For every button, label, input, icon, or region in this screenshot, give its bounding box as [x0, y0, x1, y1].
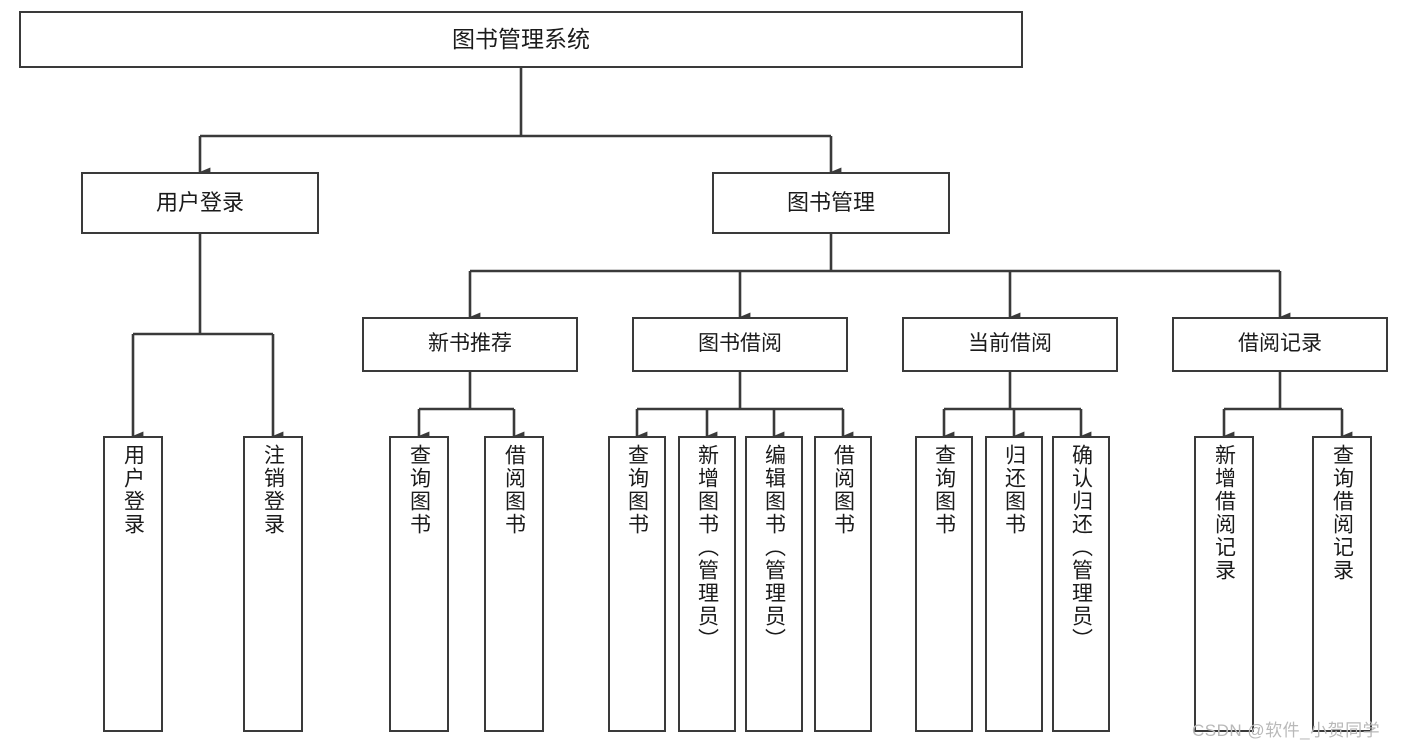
node-leaf-borrow-book-1-label: 借阅图书 — [502, 444, 526, 536]
node-user-login[interactable]: 用户登录 — [81, 172, 319, 234]
node-leaf-add-book-admin[interactable]: 新增图书（管理员） — [678, 436, 736, 732]
node-book-borrow[interactable]: 图书借阅 — [632, 317, 848, 372]
node-user-login-label: 用户登录 — [155, 190, 244, 216]
node-leaf-logout-label: 注销登录 — [261, 444, 285, 536]
node-leaf-borrow-book-2-label: 借阅图书 — [831, 444, 855, 536]
node-leaf-query-book-1[interactable]: 查询图书 — [389, 436, 449, 732]
node-leaf-edit-book-admin-label: 编辑图书（管理员） — [762, 444, 786, 651]
node-leaf-borrow-book-2[interactable]: 借阅图书 — [814, 436, 872, 732]
node-leaf-confirm-return[interactable]: 确认归还（管理员） — [1052, 436, 1110, 732]
node-leaf-add-book-admin-label: 新增图书（管理员） — [695, 444, 719, 651]
node-leaf-query-book-2-label: 查询图书 — [625, 444, 649, 536]
node-borrow-record-label: 借阅记录 — [1238, 332, 1322, 356]
node-leaf-borrow-book-1[interactable]: 借阅图书 — [484, 436, 544, 732]
node-leaf-add-record-label: 新增借阅记录 — [1212, 444, 1236, 582]
node-leaf-return-book[interactable]: 归还图书 — [985, 436, 1043, 732]
node-book-manage[interactable]: 图书管理 — [712, 172, 950, 234]
node-new-book-recommend[interactable]: 新书推荐 — [362, 317, 578, 372]
node-leaf-query-book-1-label: 查询图书 — [407, 444, 431, 536]
node-new-book-recommend-label: 新书推荐 — [428, 332, 512, 356]
node-borrow-record[interactable]: 借阅记录 — [1172, 317, 1388, 372]
node-root-label: 图书管理系统 — [452, 25, 590, 52]
node-leaf-edit-book-admin[interactable]: 编辑图书（管理员） — [745, 436, 803, 732]
node-root[interactable]: 图书管理系统 — [19, 11, 1023, 68]
node-book-borrow-label: 图书借阅 — [698, 332, 782, 356]
node-leaf-query-book-3[interactable]: 查询图书 — [915, 436, 973, 732]
node-leaf-query-book-3-label: 查询图书 — [932, 444, 956, 536]
watermark: CSDN @软件_小贺同学 — [1192, 721, 1381, 740]
node-leaf-logout[interactable]: 注销登录 — [243, 436, 303, 732]
node-leaf-add-record[interactable]: 新增借阅记录 — [1194, 436, 1254, 732]
node-leaf-query-book-2[interactable]: 查询图书 — [608, 436, 666, 732]
node-leaf-user-login[interactable]: 用户登录 — [103, 436, 163, 732]
node-leaf-confirm-return-label: 确认归还（管理员） — [1069, 444, 1093, 651]
node-leaf-return-book-label: 归还图书 — [1002, 444, 1026, 536]
node-leaf-query-record-label: 查询借阅记录 — [1330, 444, 1354, 582]
node-leaf-user-login-label: 用户登录 — [121, 444, 145, 536]
node-current-borrow[interactable]: 当前借阅 — [902, 317, 1118, 372]
node-leaf-query-record[interactable]: 查询借阅记录 — [1312, 436, 1372, 732]
node-book-manage-label: 图书管理 — [786, 190, 875, 216]
node-current-borrow-label: 当前借阅 — [968, 332, 1052, 356]
